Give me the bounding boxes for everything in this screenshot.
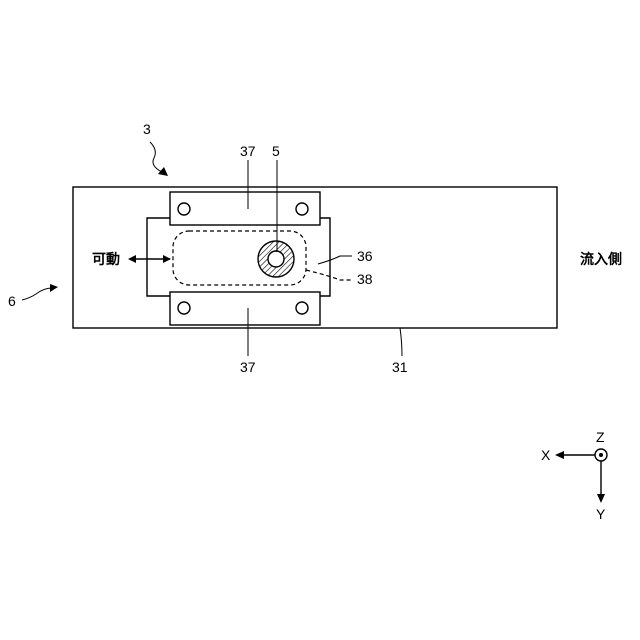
leader-3-head [158, 167, 168, 176]
guide-top-hole-left [178, 203, 190, 215]
guide-bottom-37 [170, 292, 320, 325]
guide-top-37 [170, 192, 320, 225]
leader-38 [306, 270, 352, 280]
pin-5-inner [268, 251, 284, 267]
label-36: 36 [357, 248, 373, 264]
slider-frame-36 [147, 218, 330, 296]
axis-label-y: Y [596, 506, 606, 522]
guide-top-hole-right [296, 203, 308, 215]
label-movable: 可動 [92, 251, 120, 268]
label-3: 3 [143, 121, 151, 137]
label-inflow-side: 流入側 [580, 251, 622, 268]
label-5: 5 [272, 143, 280, 159]
label-37-top: 37 [240, 143, 256, 159]
y-axis-arrowhead [597, 494, 605, 503]
label-6: 6 [8, 293, 16, 309]
leader-36 [318, 256, 352, 264]
leader-31 [400, 328, 402, 356]
leader-3 [150, 142, 162, 172]
leader-6 [22, 288, 52, 300]
axis-label-z: Z [596, 429, 605, 445]
label-37-bottom: 37 [240, 359, 256, 375]
leader-6-head [50, 284, 58, 292]
label-31: 31 [392, 359, 408, 375]
plate-31 [73, 187, 557, 328]
label-38: 38 [357, 271, 373, 287]
guide-bottom-hole-left [178, 302, 190, 314]
x-axis-arrowhead [555, 451, 564, 459]
movable-arrow-left-head [128, 255, 136, 263]
axis-label-x: X [541, 447, 551, 463]
guide-bottom-hole-right [296, 302, 308, 314]
z-axis-dot [599, 453, 603, 457]
